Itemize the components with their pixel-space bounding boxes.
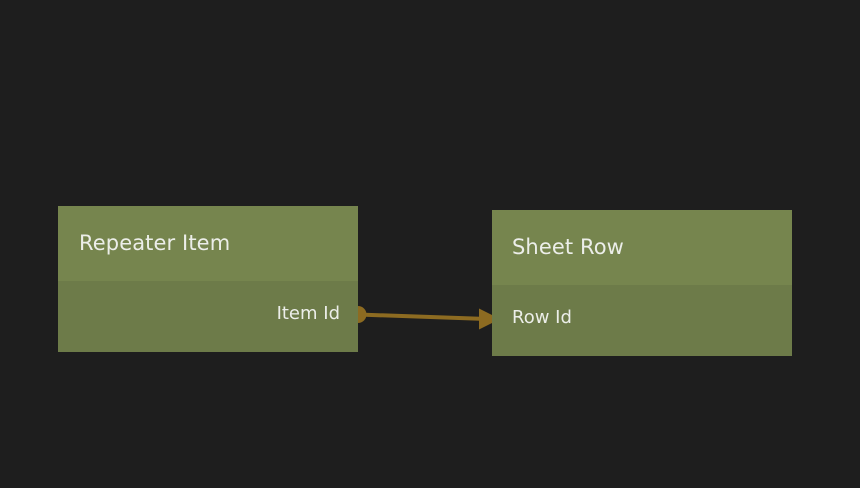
edge-line — [357, 312, 488, 321]
node-sheet-row-title: Sheet Row — [512, 235, 624, 259]
field-label-row-id: Row Id — [512, 307, 572, 328]
node-repeater-item-header[interactable]: Repeater Item — [58, 206, 358, 281]
field-row-row-id[interactable]: Row Id — [492, 309, 792, 327]
node-sheet-row[interactable]: Sheet Row Row Id — [492, 210, 792, 356]
edge-item-id-to-row-id — [349, 306, 500, 330]
field-row-item-id[interactable]: Item Id — [58, 305, 358, 323]
node-sheet-row-header[interactable]: Sheet Row — [492, 210, 792, 285]
node-repeater-item[interactable]: Repeater Item Item Id — [58, 206, 358, 352]
node-repeater-item-body: Item Id — [58, 281, 358, 352]
field-label-item-id: Item Id — [276, 303, 340, 324]
node-sheet-row-body: Row Id — [492, 285, 792, 356]
node-repeater-item-title: Repeater Item — [79, 231, 231, 255]
